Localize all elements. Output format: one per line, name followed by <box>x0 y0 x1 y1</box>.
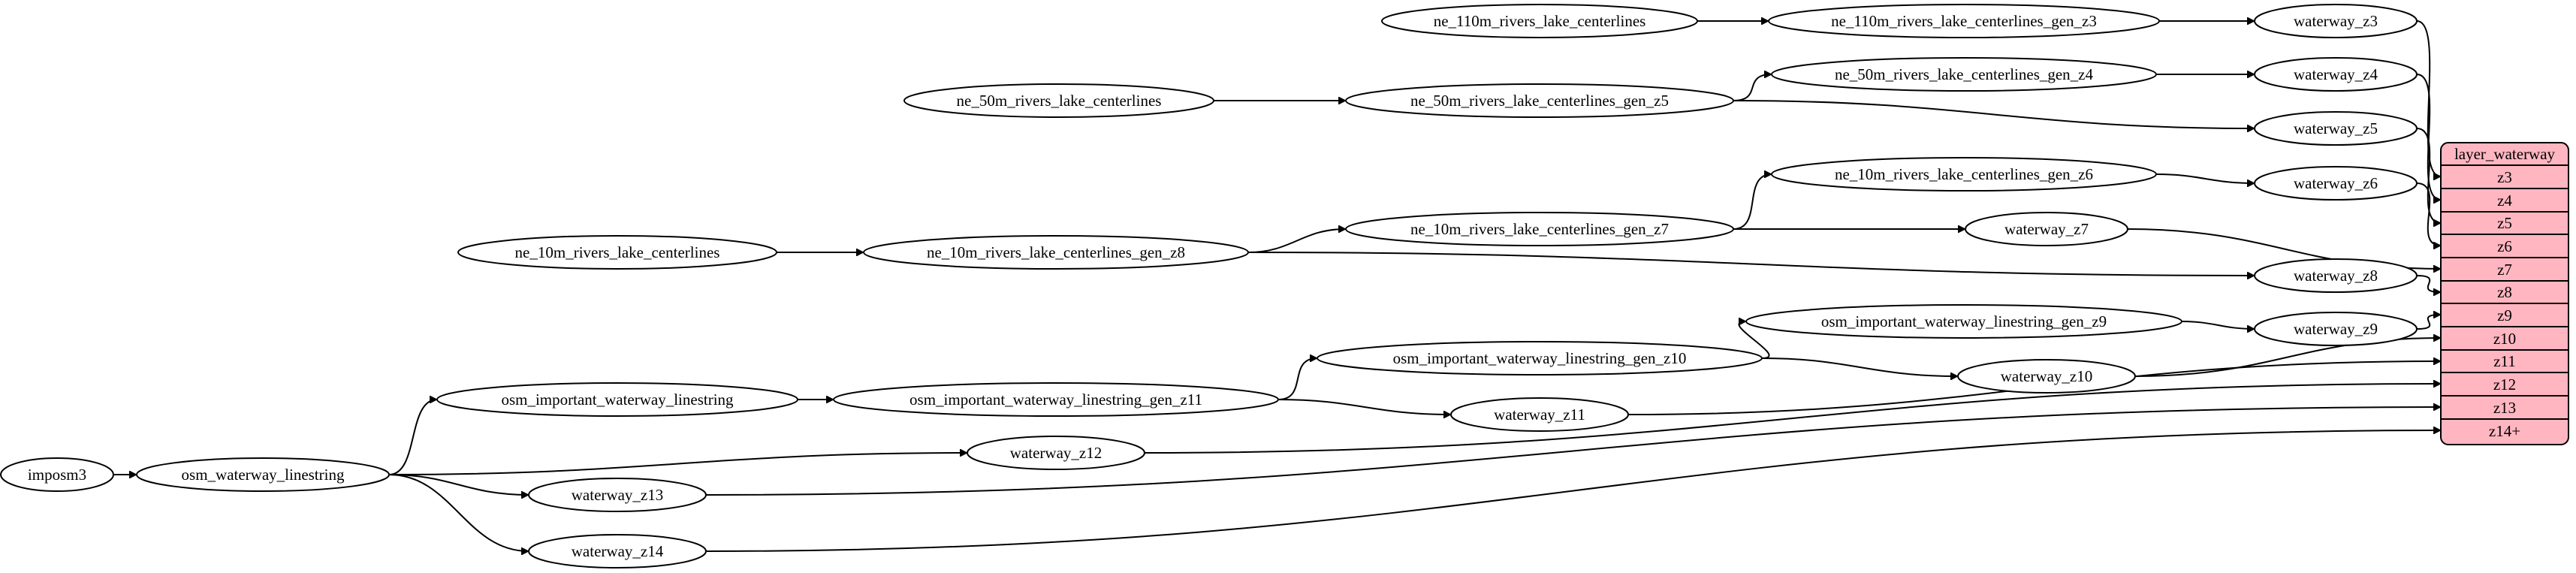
edge-ne_50m_rivers_lake_centerlines_gen_z5-to-waterway_z5 <box>1733 100 2255 128</box>
edges-layer <box>113 21 2442 552</box>
edge-osm_important_waterway_linestring_gen_z10-to-waterway_z10 <box>1761 357 1958 376</box>
edge-ne_50m_rivers_lake_centerlines_gen_z5-to-ne_50m_rivers_lake_centerlines_gen_z4 <box>1733 74 1772 101</box>
node-osm_important_waterway_linestring_gen_z10: osm_important_waterway_linestring_gen_z1… <box>1317 341 1763 375</box>
node-waterway_z14: waterway_z14 <box>528 534 707 568</box>
record-cell-z7: z7 <box>2497 261 2512 279</box>
record-cell-z12: z12 <box>2493 375 2516 394</box>
node-label: waterway_z5 <box>2294 119 2378 137</box>
edge-osm_waterway_linestring-to-waterway_z13 <box>388 474 529 495</box>
node-label: ne_10m_rivers_lake_centerlines <box>515 243 720 261</box>
node-label: osm_important_waterway_linestring <box>501 391 734 409</box>
node-label: osm_important_waterway_linestring_gen_z1… <box>1393 349 1687 367</box>
edge-ne_10m_rivers_lake_centerlines_gen_z6-to-waterway_z6 <box>2155 173 2255 183</box>
node-label: osm_important_waterway_linestring_gen_z9 <box>1821 312 2107 330</box>
edge-waterway_z13-to-layer_waterway_z13 <box>705 407 2441 496</box>
edge-osm_waterway_linestring-to-waterway_z14 <box>388 474 529 551</box>
node-label: waterway_z9 <box>2294 320 2378 338</box>
edge-osm_waterway_linestring-to-osm_important_waterway_linestring <box>388 400 438 475</box>
edge-waterway_z8-to-layer_waterway_z8 <box>2416 275 2441 292</box>
node-ne_110m_rivers_lake_centerlines_gen_z3: ne_110m_rivers_lake_centerlines_gen_z3 <box>1768 4 2160 38</box>
record-cell-z4: z4 <box>2497 192 2512 210</box>
node-osm_important_waterway_linestring: osm_important_waterway_linestring <box>436 382 798 417</box>
record-cell-z3: z3 <box>2497 168 2512 186</box>
node-waterway_z12: waterway_z12 <box>967 436 1145 470</box>
node-ne_50m_rivers_lake_centerlines_gen_z5: ne_50m_rivers_lake_centerlines_gen_z5 <box>1345 83 1734 118</box>
node-label: waterway_z12 <box>1010 444 1102 462</box>
edge-ne_10m_rivers_lake_centerlines_gen_z8-to-ne_10m_rivers_lake_centerlines_gen_z7 <box>1247 229 1346 253</box>
edge-waterway_z12-to-layer_waterway_z12 <box>1144 384 2441 454</box>
node-waterway_z5: waterway_z5 <box>2254 111 2418 146</box>
node-waterway_z9: waterway_z9 <box>2254 312 2418 346</box>
node-label: waterway_z8 <box>2294 267 2378 285</box>
edge-osm_important_waterway_linestring_gen_z9-to-waterway_z9 <box>2181 321 2255 329</box>
node-waterway_z4: waterway_z4 <box>2254 57 2418 92</box>
node-ne_10m_rivers_lake_centerlines: ne_10m_rivers_lake_centerlines <box>457 235 777 270</box>
node-osm_important_waterway_linestring_gen_z11: osm_important_waterway_linestring_gen_z1… <box>833 382 1279 417</box>
node-label: waterway_z3 <box>2294 12 2378 30</box>
edge-ne_10m_rivers_lake_centerlines_gen_z8-to-waterway_z8 <box>1247 252 2255 276</box>
node-waterway_z3: waterway_z3 <box>2254 4 2418 38</box>
node-label: ne_10m_rivers_lake_centerlines_gen_z7 <box>1410 220 1669 238</box>
node-osm_important_waterway_linestring_gen_z9: osm_important_waterway_linestring_gen_z9 <box>1745 304 2182 339</box>
node-waterway_z6: waterway_z6 <box>2254 166 2418 201</box>
record-cell-z11: z11 <box>2493 352 2516 370</box>
node-label: ne_10m_rivers_lake_centerlines_gen_z6 <box>1835 165 2093 183</box>
node-label: ne_110m_rivers_lake_centerlines <box>1434 12 1646 30</box>
node-waterway_z11: waterway_z11 <box>1450 397 1629 432</box>
nodes-layer: ne_110m_rivers_lake_centerlines ne_110m_… <box>0 4 2418 568</box>
node-label: waterway_z7 <box>2004 220 2089 238</box>
edge-osm_important_waterway_linestring_gen_z11-to-osm_important_waterway_linestring_gen_z10 <box>1277 358 1317 400</box>
edge-waterway_z5-to-layer_waterway_z5 <box>2416 128 2442 223</box>
edge-osm_important_waterway_linestring_gen_z10-to-osm_important_waterway_linestring_gen_z9 <box>1738 321 1770 359</box>
node-label: waterway_z13 <box>572 486 663 504</box>
record-box <box>2440 142 2569 445</box>
node-waterway_z10: waterway_z10 <box>1957 359 2136 394</box>
node-label: ne_50m_rivers_lake_centerlines <box>957 92 1162 110</box>
record-title: layer_waterway <box>2454 145 2556 163</box>
node-waterway_z7: waterway_z7 <box>1965 212 2128 246</box>
edge-waterway_z9-to-layer_waterway_z9 <box>2416 315 2441 330</box>
record-cell-z14plus: z14+ <box>2489 422 2520 440</box>
record-cell-z6: z6 <box>2497 237 2512 255</box>
node-label: ne_50m_rivers_lake_centerlines_gen_z5 <box>1410 92 1669 110</box>
node-ne_10m_rivers_lake_centerlines_gen_z6: ne_10m_rivers_lake_centerlines_gen_z6 <box>1771 157 2157 192</box>
node-label: waterway_z4 <box>2294 65 2378 83</box>
node-label: imposm3 <box>28 466 86 484</box>
node-label: ne_10m_rivers_lake_centerlines_gen_z8 <box>927 243 1185 261</box>
edge-osm_important_waterway_linestring_gen_z11-to-waterway_z11 <box>1277 399 1451 415</box>
edge-waterway_z4-to-layer_waterway_z4 <box>2416 74 2442 200</box>
node-osm_waterway_linestring: osm_waterway_linestring <box>136 457 390 492</box>
node-label: osm_important_waterway_linestring_gen_z1… <box>909 391 1202 409</box>
record-cell-z13: z13 <box>2493 399 2516 417</box>
node-label: osm_waterway_linestring <box>182 466 345 484</box>
node-ne_10m_rivers_lake_centerlines_gen_z7: ne_10m_rivers_lake_centerlines_gen_z7 <box>1345 212 1734 246</box>
node-ne_50m_rivers_lake_centerlines_gen_z4: ne_50m_rivers_lake_centerlines_gen_z4 <box>1771 57 2157 92</box>
layer-waterway-record: layer_waterway z3 z4 z5 z6 z7 z8 z9 z10 … <box>2440 142 2569 445</box>
node-ne_10m_rivers_lake_centerlines_gen_z8: ne_10m_rivers_lake_centerlines_gen_z8 <box>863 235 1249 270</box>
node-imposm3: imposm3 <box>0 457 114 492</box>
node-waterway_z13: waterway_z13 <box>528 478 707 512</box>
record-cell-z5: z5 <box>2497 214 2512 232</box>
node-ne_50m_rivers_lake_centerlines: ne_50m_rivers_lake_centerlines <box>903 83 1214 118</box>
edge-waterway_z10-to-layer_waterway_z10 <box>2134 338 2441 377</box>
edge-waterway_z6-to-layer_waterway_z6 <box>2416 182 2442 246</box>
record-cell-z10: z10 <box>2493 330 2516 348</box>
edge-osm_waterway_linestring-to-waterway_z12 <box>388 453 967 475</box>
node-label: waterway_z14 <box>572 542 664 560</box>
node-label: ne_50m_rivers_lake_centerlines_gen_z4 <box>1835 65 2094 83</box>
record-cell-z9: z9 <box>2497 306 2512 324</box>
record-cell-z8: z8 <box>2497 283 2512 301</box>
node-waterway_z8: waterway_z8 <box>2254 258 2418 293</box>
node-label: waterway_z11 <box>1494 406 1585 424</box>
node-label: waterway_z10 <box>2001 367 2092 385</box>
node-label: waterway_z6 <box>2294 174 2378 192</box>
edge-ne_10m_rivers_lake_centerlines_gen_z7-to-ne_10m_rivers_lake_centerlines_gen_z6 <box>1733 174 1772 230</box>
node-ne_110m_rivers_lake_centerlines: ne_110m_rivers_lake_centerlines <box>1381 4 1698 38</box>
node-label: ne_110m_rivers_lake_centerlines_gen_z3 <box>1831 12 2097 30</box>
edge-waterway_z14-to-layer_waterway_z14plus <box>705 430 2441 552</box>
